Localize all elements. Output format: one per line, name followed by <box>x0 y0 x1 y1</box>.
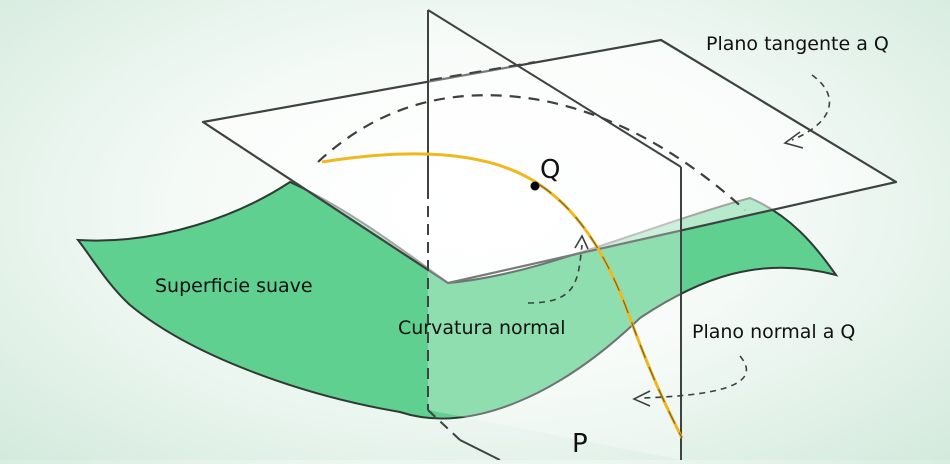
surface-label: Superficie suave <box>155 275 313 297</box>
normal-curvature-label: Curvatura normal <box>398 317 566 339</box>
normal-plane-leader-arrowhead-icon <box>632 390 651 407</box>
normal-plane <box>428 10 681 460</box>
normal-curvature-leader-arrowhead-icon <box>574 234 589 250</box>
tangent-plane-label: Plano tangente a Q <box>706 33 889 55</box>
normal-curvature-leader-arrow <box>527 244 583 304</box>
normal-plane-leader-arrow <box>641 355 748 399</box>
normal-plane-top-edge <box>427 9 682 168</box>
tangent-plane-leader-arrowhead-icon <box>783 131 804 149</box>
tangent-plane-hidden-edge <box>429 61 536 81</box>
normal-plane-label: Plano normal a Q <box>692 321 855 343</box>
normal-plane-bottom-edge <box>459 439 501 461</box>
tangent-arc-dashed <box>317 94 746 211</box>
tangent-plane <box>201 38 898 285</box>
point-q-dot <box>530 181 540 191</box>
normal-plane-bottom-edge-hidden <box>427 409 461 441</box>
point-p-label: P <box>572 429 588 459</box>
point-q-label: Q <box>540 155 560 185</box>
